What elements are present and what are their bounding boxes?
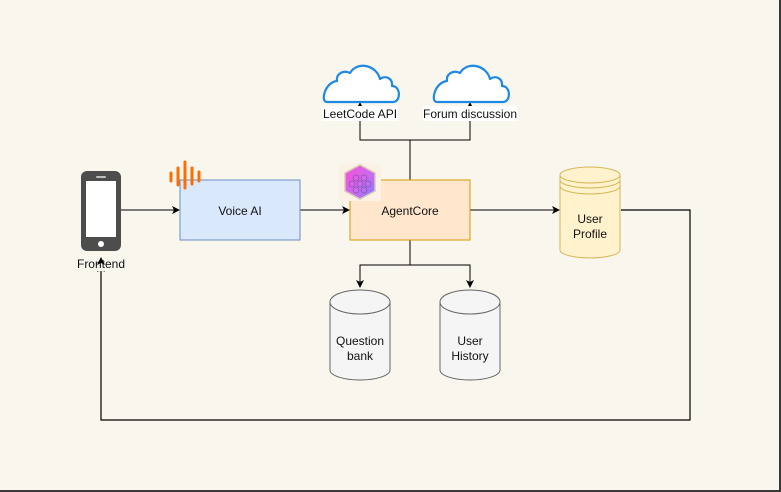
node-question-bank[interactable]: Question bank (329, 289, 391, 381)
frontend-return-arrowhead (97, 257, 105, 265)
user-profile-label-line2: Profile (573, 227, 607, 241)
user-history-label-line1: User (457, 334, 482, 348)
node-leetcode-api[interactable]: LeetCode API (322, 64, 400, 121)
forum-discussion-label: Forum discussion (423, 107, 517, 121)
node-frontend[interactable]: Frontend (75, 171, 127, 271)
edge-user-profile-to-frontend[interactable] (97, 209, 691, 421)
node-voice-ai[interactable]: Voice AI (169, 160, 301, 241)
leetcode-api-label: LeetCode API (323, 107, 397, 121)
node-user-history[interactable]: User History (439, 289, 501, 381)
agentcore-label: AgentCore (381, 204, 439, 218)
user-history-label-line2: History (451, 349, 488, 363)
user-profile-label-line1: User (577, 212, 602, 226)
question-bank-label-line1: Question (336, 334, 384, 348)
cloud-icon (432, 64, 510, 104)
brain-hexagon-icon (339, 163, 381, 201)
edge-agentcore-to-leetcode-api[interactable] (356, 102, 411, 180)
node-agentcore[interactable]: AgentCore (339, 163, 471, 241)
audio-wave-icon (169, 160, 201, 190)
frontend-label: Frontend (77, 257, 125, 271)
voice-ai-label: Voice AI (218, 204, 261, 218)
edge-agentcore-to-user-history[interactable] (410, 264, 474, 288)
node-user-profile[interactable]: User Profile (559, 166, 621, 259)
node-forum-discussion[interactable]: Forum discussion (423, 64, 517, 121)
cloud-icon (322, 64, 400, 104)
question-bank-label-line2: bank (347, 349, 374, 363)
edge-agentcore-to-question-bank[interactable] (356, 240, 411, 288)
smartphone-icon (81, 171, 121, 251)
edges (97, 102, 691, 421)
